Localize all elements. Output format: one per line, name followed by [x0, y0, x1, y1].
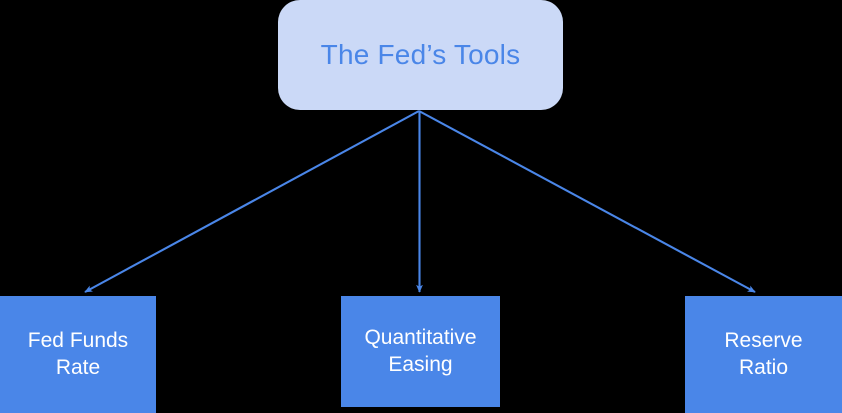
connector-root-to-fed-funds-rate	[84, 110, 420, 293]
node-quantitative-easing[interactable]: Quantitative Easing	[341, 296, 500, 407]
node-the-feds-tools[interactable]: The Fed’s Tools	[278, 0, 563, 110]
node-fed-funds-rate-label: Fed Funds Rate	[22, 328, 134, 382]
node-fed-funds-rate-line1: Fed Funds	[27, 328, 129, 352]
node-quantitative-easing-label: Quantitative Easing	[358, 325, 482, 379]
node-reserve-ratio-label: Reserve Ratio	[718, 328, 808, 382]
node-quantitative-easing-line1: Quantitative	[364, 325, 477, 349]
node-the-feds-tools-label: The Fed’s Tools	[320, 39, 521, 71]
node-fed-funds-rate-line2: Rate	[55, 355, 101, 379]
node-reserve-ratio-line2: Ratio	[738, 355, 788, 379]
node-fed-funds-rate[interactable]: Fed Funds Rate	[0, 296, 156, 413]
node-quantitative-easing-line2: Easing	[388, 352, 453, 376]
node-reserve-ratio[interactable]: Reserve Ratio	[685, 296, 842, 413]
node-reserve-ratio-line1: Reserve	[724, 328, 803, 352]
connector-root-to-reserve-ratio	[418, 110, 756, 293]
